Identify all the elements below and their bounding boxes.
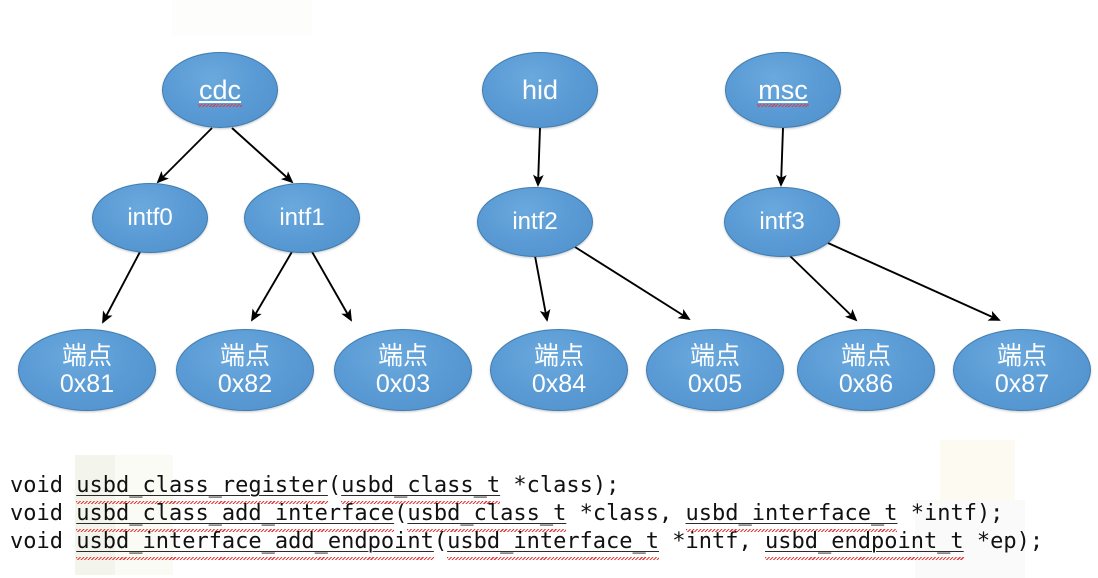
- code-line-1: void usbd_class_register(usbd_class_t *c…: [0, 472, 1098, 500]
- node-label-line1: 端点: [377, 342, 428, 370]
- code-identifier: usbd_endpoint_t: [765, 529, 964, 554]
- node-label-line2: 0x86: [838, 369, 894, 398]
- code-identifier: usbd_class_t: [407, 501, 567, 526]
- code-token: *class,: [566, 501, 686, 526]
- code-token: (: [433, 529, 448, 554]
- code-identifier: usbd_class_add_interface: [76, 501, 395, 526]
- code-token: *class);: [500, 473, 620, 498]
- node-label: hid: [521, 74, 559, 105]
- code-token: *ep);: [963, 529, 1044, 554]
- node-endpoint-0x87[interactable]: 端点 0x87: [953, 329, 1091, 411]
- node-label-line1: 端点: [533, 342, 584, 370]
- code-token: void: [10, 501, 77, 526]
- node-label: msc: [757, 74, 809, 107]
- node-label-line1: 端点: [689, 342, 740, 370]
- node-label: intf0: [127, 204, 173, 232]
- node-label-line2: 0x87: [994, 369, 1050, 398]
- node-label-line1: 端点: [61, 342, 112, 370]
- node-label-line1: 端点: [840, 342, 891, 370]
- code-token: *intf,: [659, 529, 765, 554]
- node-label: intf1: [279, 204, 325, 232]
- node-interface-intf1[interactable]: intf1: [244, 183, 360, 253]
- node-label-line2: 0x82: [217, 369, 273, 398]
- node-endpoint-0x81[interactable]: 端点 0x81: [18, 329, 156, 411]
- node-label-line2: 0x05: [687, 369, 743, 398]
- node-label-line2: 0x03: [375, 369, 431, 398]
- node-endpoint-0x05[interactable]: 端点 0x05: [646, 329, 784, 411]
- code-identifier: usbd_class_register: [76, 473, 328, 498]
- node-class-cdc[interactable]: cdc: [162, 52, 278, 128]
- code-token: void: [10, 473, 77, 498]
- usb-class-tree-diagram: cdc hid msc intf0 intf1 intf2 intf3 端点 0…: [18, 52, 1091, 411]
- tree-edges: [102, 127, 1001, 324]
- node-label: intf2: [512, 208, 558, 236]
- node-class-hid[interactable]: hid: [482, 52, 598, 128]
- code-token: void: [10, 529, 77, 554]
- node-interface-intf3[interactable]: intf3: [724, 187, 840, 257]
- code-identifier: usbd_interface_t: [447, 529, 660, 554]
- code-line-3: void usbd_interface_add_endpoint(usbd_in…: [0, 528, 1098, 556]
- code-token: (: [327, 473, 342, 498]
- node-endpoint-0x84[interactable]: 端点 0x84: [490, 329, 628, 411]
- code-token: (: [394, 501, 408, 526]
- code-identifier: usbd_interface_add_endpoint: [76, 529, 434, 554]
- node-endpoint-0x82[interactable]: 端点 0x82: [176, 329, 314, 411]
- node-label-line1: 端点: [996, 342, 1047, 370]
- node-label: cdc: [197, 74, 243, 107]
- code-listing: void usbd_class_register(usbd_class_t *c…: [0, 472, 1098, 556]
- node-label-line1: 端点: [219, 342, 270, 370]
- code-identifier: usbd_class_t: [341, 473, 501, 498]
- node-label-line2: 0x84: [531, 369, 587, 398]
- node-class-msc[interactable]: msc: [725, 52, 841, 128]
- code-identifier: usbd_interface_t: [685, 501, 898, 526]
- code-line-2: void usbd_class_add_interface(usbd_class…: [0, 500, 1098, 528]
- node-endpoint-0x03[interactable]: 端点 0x03: [334, 329, 472, 411]
- code-token: *intf);: [897, 501, 1004, 526]
- node-interface-intf0[interactable]: intf0: [92, 183, 208, 253]
- node-interface-intf2[interactable]: intf2: [477, 187, 593, 257]
- node-label-line2: 0x81: [59, 369, 115, 398]
- node-label: intf3: [759, 208, 805, 236]
- node-endpoint-0x86[interactable]: 端点 0x86: [797, 329, 935, 411]
